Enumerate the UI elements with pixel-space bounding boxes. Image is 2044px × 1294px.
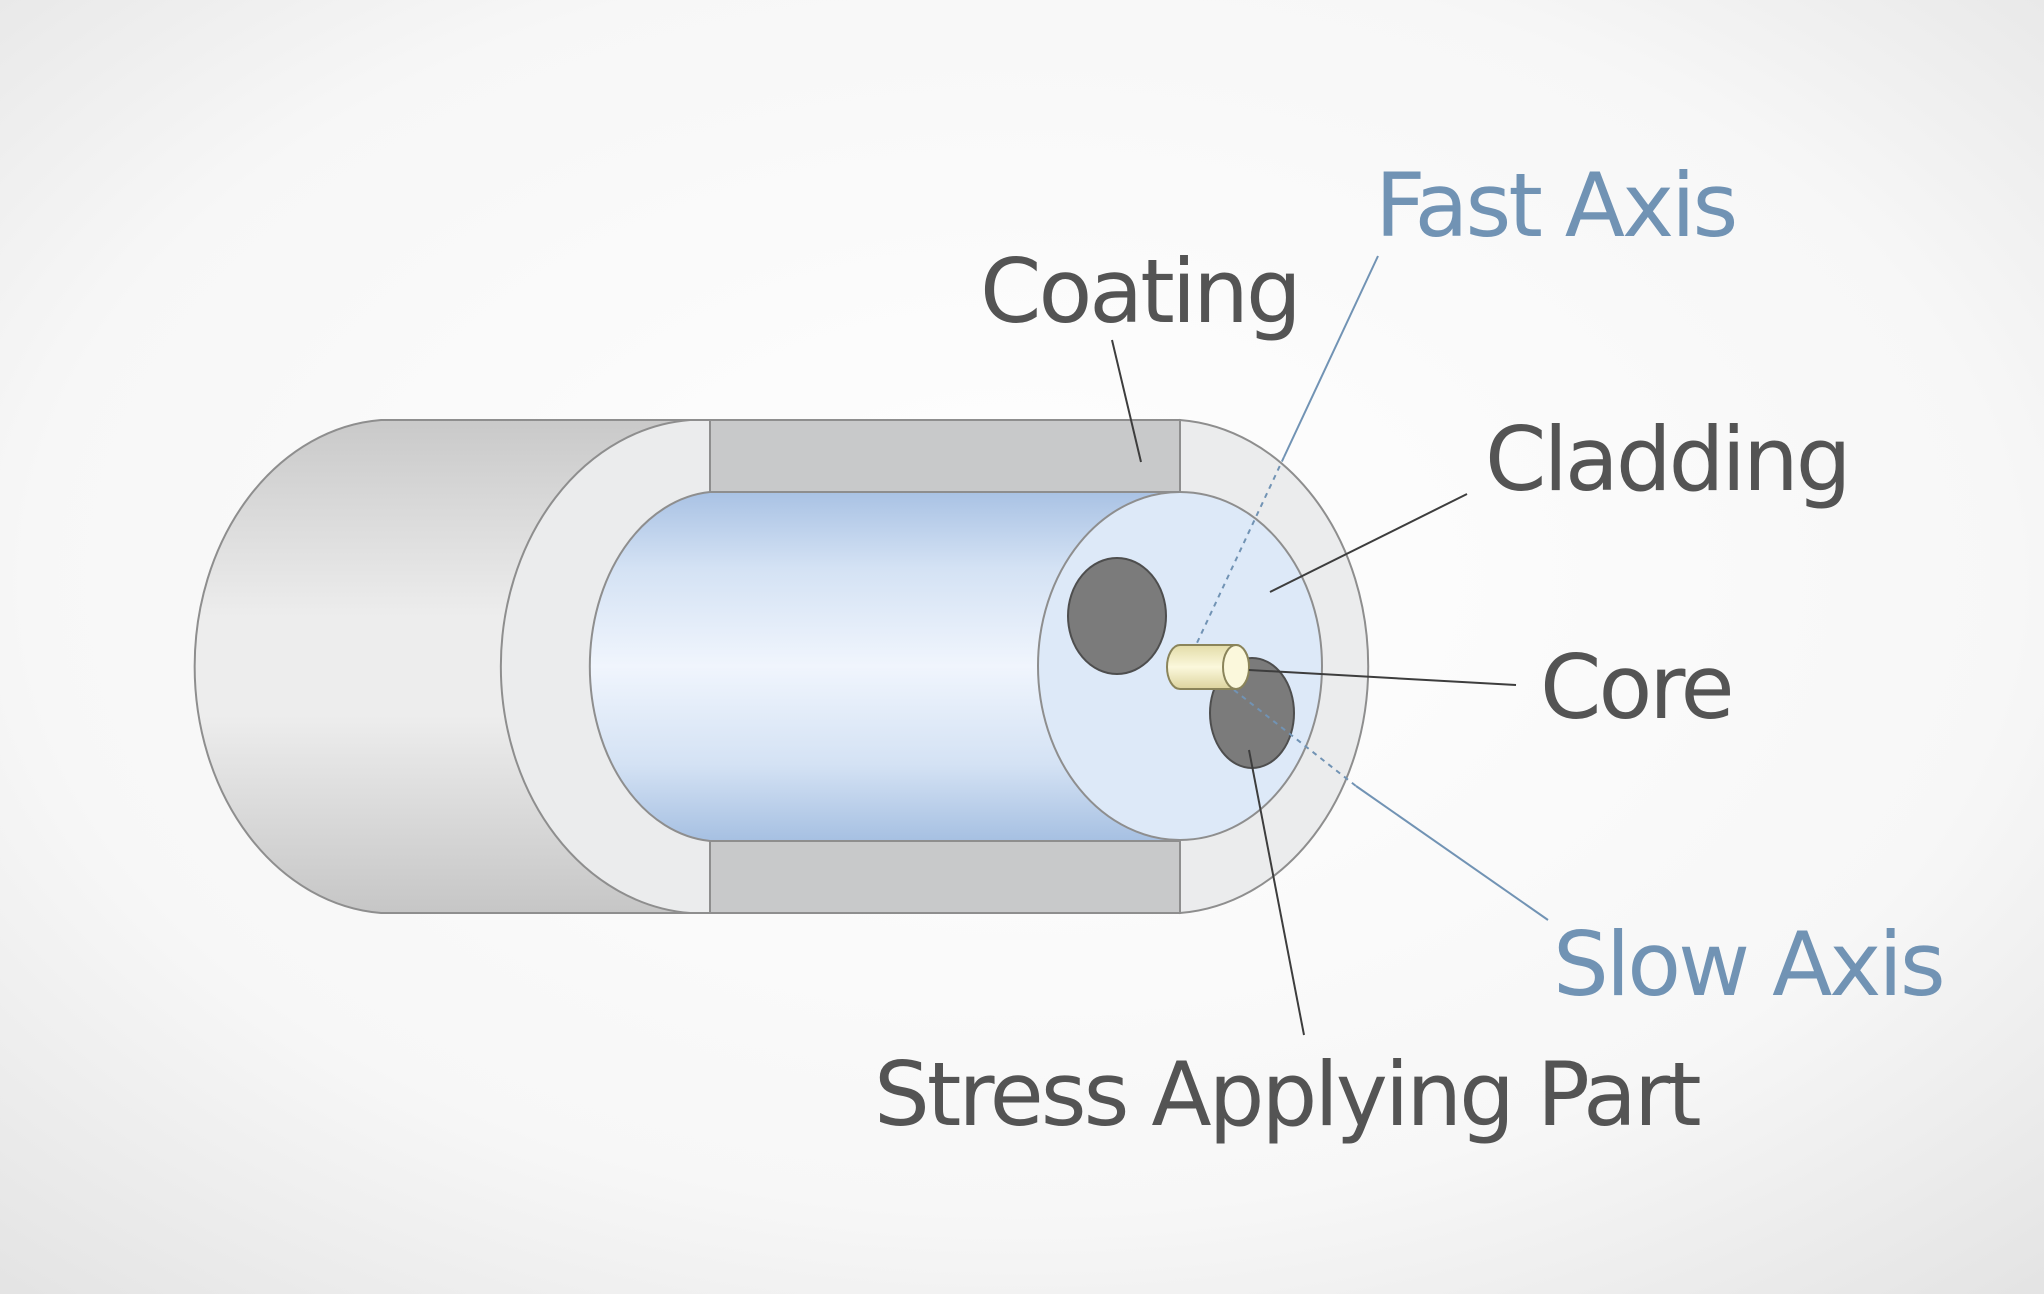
core-label: Core bbox=[1540, 636, 1732, 739]
coating-label: Coating bbox=[980, 240, 1299, 343]
coating-leader-line bbox=[1111, 339, 1142, 463]
cladding-label: Cladding bbox=[1485, 408, 1849, 511]
coating-cut-bottom bbox=[709, 840, 1181, 914]
core-leader-line bbox=[1248, 669, 1517, 686]
fast-axis-label: Fast Axis bbox=[1375, 154, 1735, 257]
stress-part-leader-line bbox=[1248, 749, 1305, 1036]
slow-axis-label: Slow Axis bbox=[1553, 913, 1943, 1016]
fast-axis-line bbox=[1283, 255, 1379, 458]
stress-applying-part-label: Stress Applying Part bbox=[874, 1043, 1700, 1146]
coating-cut-top bbox=[709, 419, 1181, 493]
core-face bbox=[1222, 644, 1250, 690]
fast-axis-dashed bbox=[1195, 456, 1285, 646]
stress-applying-part-upper bbox=[1067, 557, 1167, 675]
cladding-body bbox=[588, 491, 1181, 842]
slow-axis-line bbox=[1355, 785, 1549, 921]
cladding-leader-line bbox=[1269, 493, 1468, 593]
